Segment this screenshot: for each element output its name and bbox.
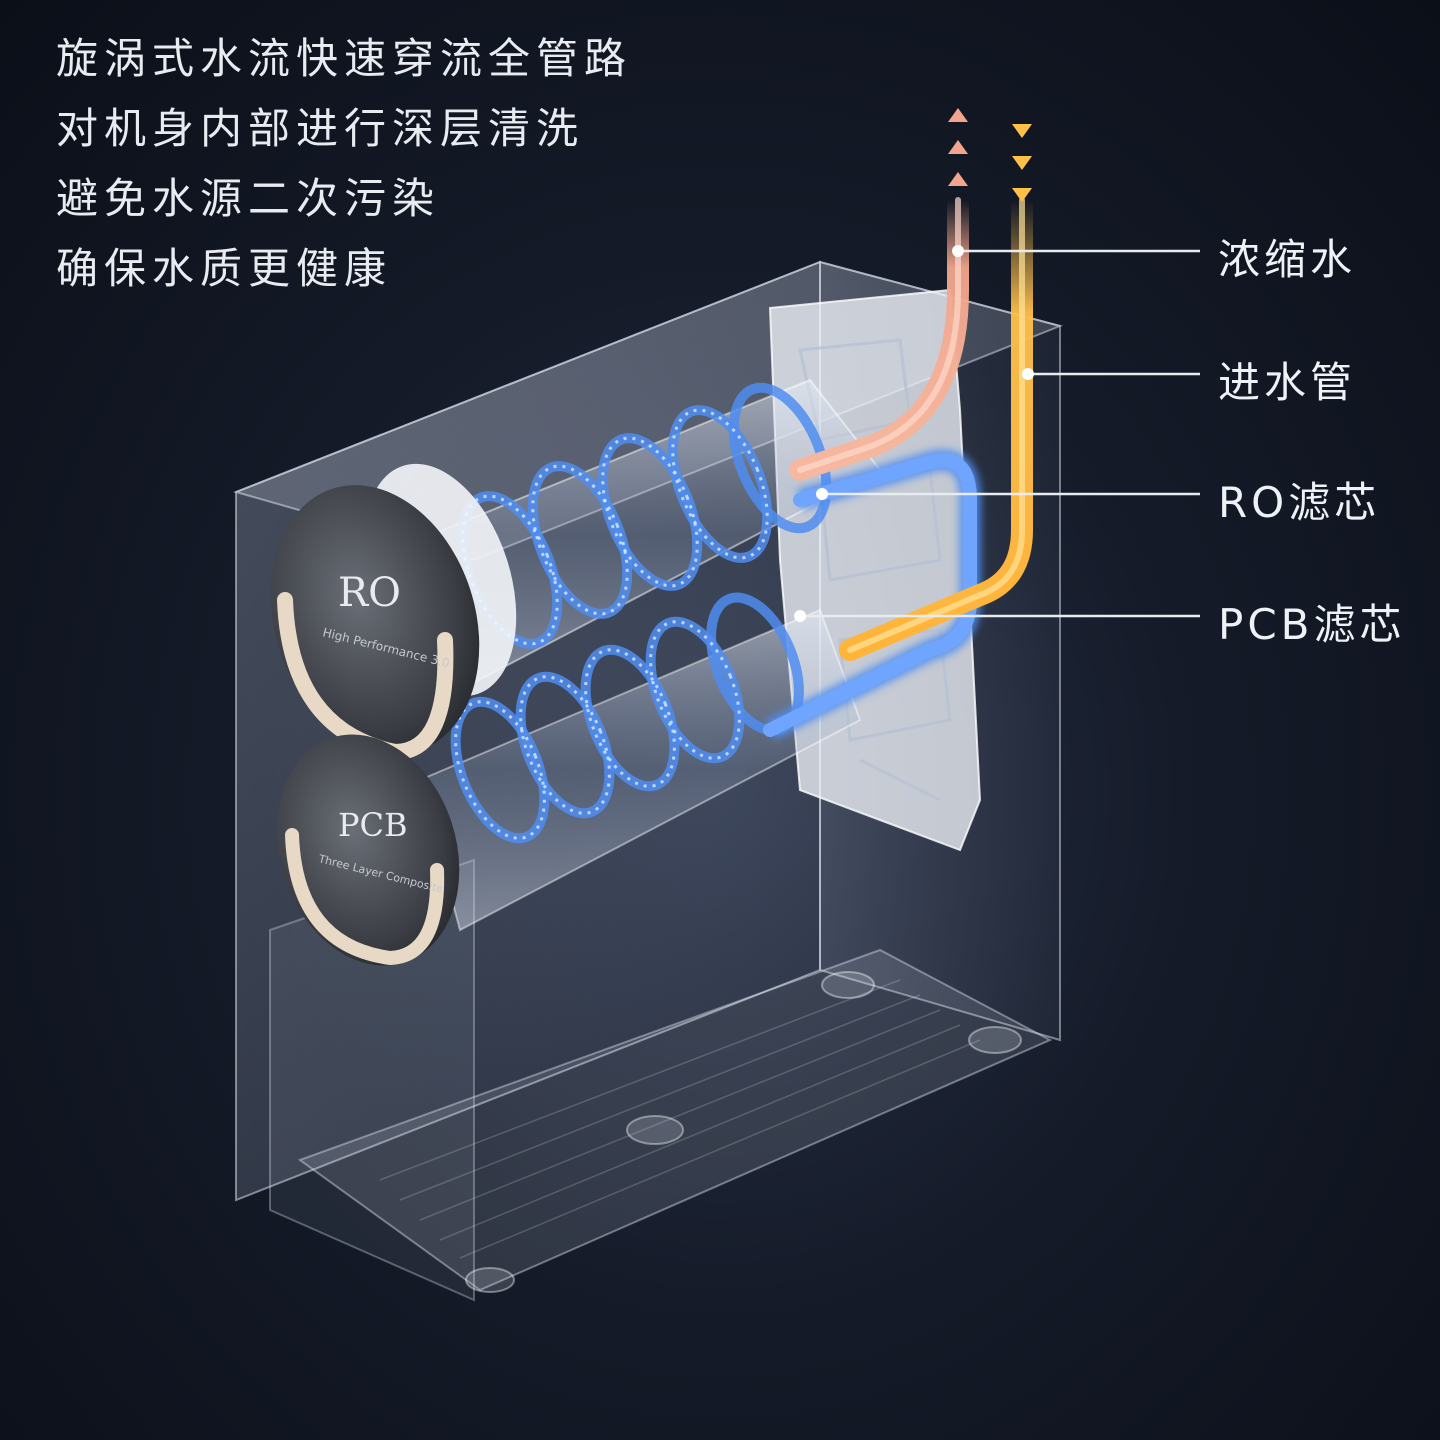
inlet-water-pipe [839, 124, 1033, 661]
callout-leaders [800, 249, 1200, 618]
concentrate-up-arrows [948, 108, 968, 186]
pcb-filter-tube [418, 592, 862, 932]
inlet-down-arrows [1012, 124, 1032, 202]
callout-dots [794, 245, 1034, 622]
callout-ro-label: RO滤芯 [1218, 478, 1381, 527]
dot-pcb [794, 610, 806, 622]
callout-pcb-label: PCB滤芯 [1218, 600, 1406, 649]
headline-line-2: 对机身内部进行深层清洗 [56, 104, 585, 153]
ro-blue-loop [763, 449, 981, 740]
pcb-cap-title: PCB [338, 806, 408, 844]
callout-concentrate-label: 浓缩水 [1218, 235, 1357, 284]
tray-ribs [379, 979, 981, 1259]
housing-bottom-tray [297, 948, 1053, 1292]
concentrate-water-pipe [789, 108, 969, 481]
callout-inlet-label: 进水管 [1218, 358, 1357, 407]
dot-ro [816, 488, 828, 500]
dot-concentrate [952, 245, 964, 257]
ro-cap-title: RO [338, 570, 401, 616]
headline-line-4: 确保水质更健康 [56, 244, 393, 293]
headline-text-block: 旋涡式水流快速穿流全管路 对机身内部进行深层清洗 避免水源二次污染 确保水质更健… [56, 24, 632, 304]
mount-feet [465, 971, 1022, 1293]
dot-inlet [1022, 368, 1034, 380]
headline-line-1: 旋涡式水流快速穿流全管路 [56, 34, 633, 83]
headline-line-3: 避免水源二次污染 [56, 174, 441, 223]
pcb-filter-cap: PCB Three Layer Composite [276, 734, 460, 966]
